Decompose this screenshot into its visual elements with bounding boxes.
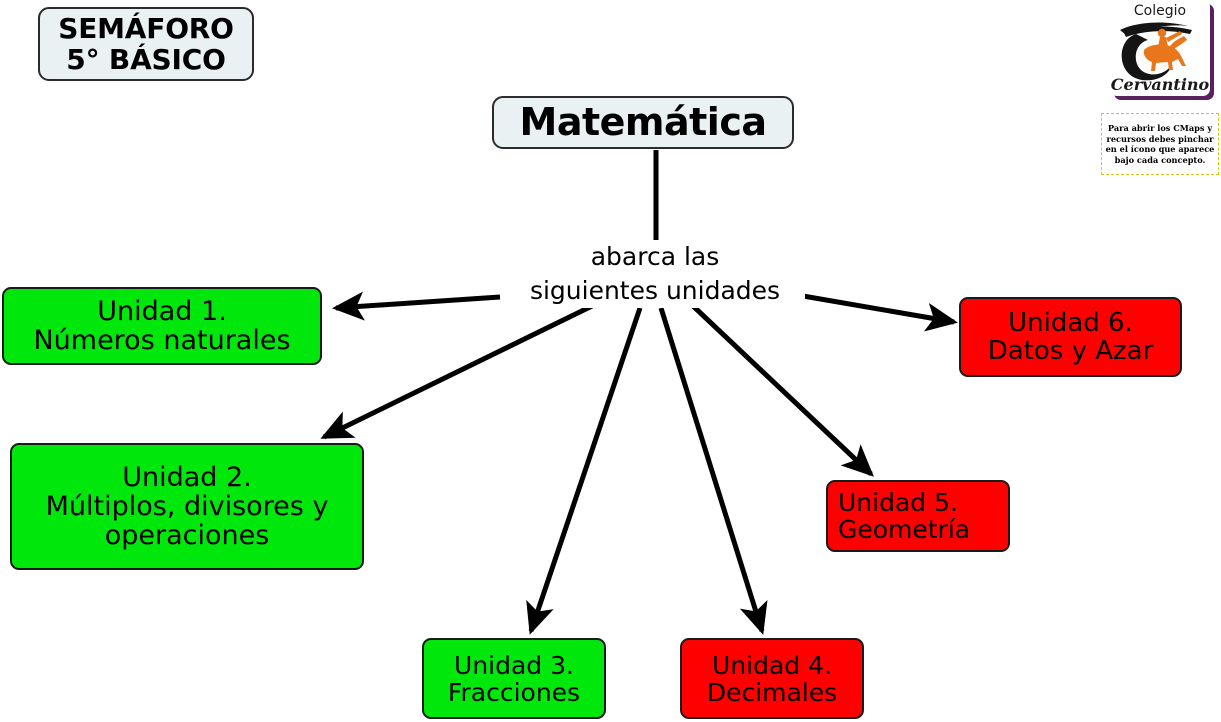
edge-link-to-u6 — [802, 293, 958, 332]
semaforo-badge: SEMÁFORO 5° BÁSICO — [38, 7, 254, 81]
concept-node-unidad-4[interactable]: Unidad 4. Decimales — [680, 638, 864, 719]
concept-node-unidad-1[interactable]: Unidad 1. Números naturales — [2, 287, 322, 365]
concept-node-unidad-3[interactable]: Unidad 3. Fracciones — [422, 638, 606, 719]
edge-link-to-u4 — [658, 307, 768, 635]
logo-bottom-text: Cervantino — [1111, 75, 1210, 94]
edge-link-to-u3 — [526, 307, 643, 635]
edge-link-to-u5 — [690, 303, 874, 477]
linking-phrase: abarca las siguientes unidades — [505, 240, 805, 308]
edge-link-to-u1 — [332, 291, 501, 321]
logo-top-text: Colegio — [1134, 3, 1186, 19]
concept-node-unidad-6[interactable]: Unidad 6. Datos y Azar — [959, 297, 1182, 377]
concept-node-unidad-2[interactable]: Unidad 2. Múltiplos, divisores y operaci… — [10, 443, 364, 570]
colegio-cervantino-logo: Colegio Cervantino — [1110, 0, 1214, 100]
instruction-note: Para abrir los CMaps y recursos debes pi… — [1101, 113, 1219, 175]
concept-node-matematica[interactable]: Matemática — [492, 96, 794, 149]
edge-link-to-u2 — [320, 303, 594, 440]
concept-node-unidad-5[interactable]: Unidad 5. Geometría — [826, 480, 1010, 552]
